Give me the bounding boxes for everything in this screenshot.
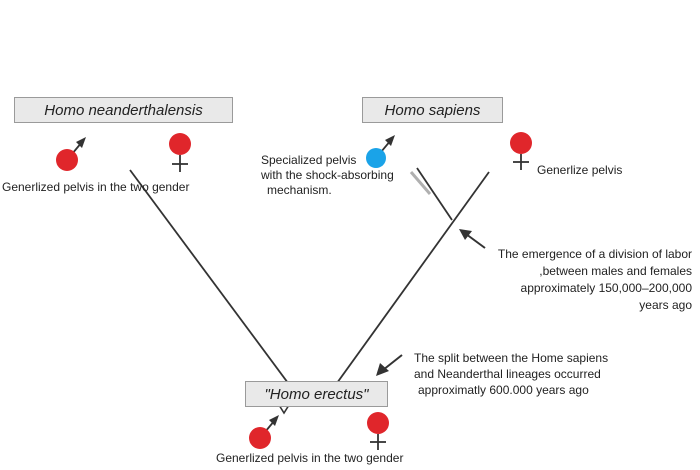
lineage-split-line-3: approximatly 600.000 years ago <box>418 383 589 397</box>
division-of-labor-line-2: ,between males and females <box>539 264 692 278</box>
neanderthal-female-icon <box>169 133 191 172</box>
sapiens-male-pelvis-note: Specialized pelvis with the shock-absorb… <box>261 153 394 198</box>
sapiens-female-icon <box>510 132 532 170</box>
division-of-labor-line-1: The emergence of a division of labor <box>497 247 692 261</box>
lineage-split-arrow-icon <box>376 354 403 376</box>
sapiens-male-branch-line <box>416 167 453 221</box>
erectus-notch <box>278 404 290 415</box>
sapiens-branch-line <box>336 171 490 384</box>
neanderthal-male-icon <box>56 137 86 171</box>
erectus-pelvis-note: Generlized pelvis in the two gender <box>216 451 404 465</box>
division-of-labor-line-4: years ago <box>639 298 692 312</box>
sapiens-male-note-line-3: mechanism. <box>267 183 332 197</box>
homo-neanderthalensis-box: Homo neanderthalensis <box>14 97 233 123</box>
homo-erectus-box: "Homo erectus" <box>245 381 388 407</box>
lineage-split-line-2: and Neanderthal lineages occurred <box>414 367 601 381</box>
lineage-split-line-1: The split between the Home sapiens <box>414 351 609 365</box>
erectus-male-icon <box>249 415 279 449</box>
division-of-labor-line-3: approximately 150,000–200,000 <box>520 281 692 295</box>
division-of-labor-annotation: The emergence of a division of labor ,be… <box>498 246 692 314</box>
division-of-labor-arrow-icon <box>459 229 486 249</box>
erectus-female-icon <box>367 412 389 450</box>
sapiens-male-icon <box>366 135 395 168</box>
branch-shadow-line <box>409 171 432 195</box>
sapiens-male-note-line-1: Specialized pelvis <box>261 153 357 167</box>
homo-sapiens-box: Homo sapiens <box>362 97 503 123</box>
lineage-split-annotation: The split between the Home sapiens and N… <box>414 350 608 398</box>
sapiens-female-pelvis-note: Generlize pelvis <box>537 163 623 177</box>
neanderthal-pelvis-note: Generlized pelvis in the two gender <box>2 180 190 194</box>
sapiens-male-note-line-2: with the shock-absorbing <box>261 168 394 182</box>
neanderthal-branch-line <box>129 169 289 384</box>
